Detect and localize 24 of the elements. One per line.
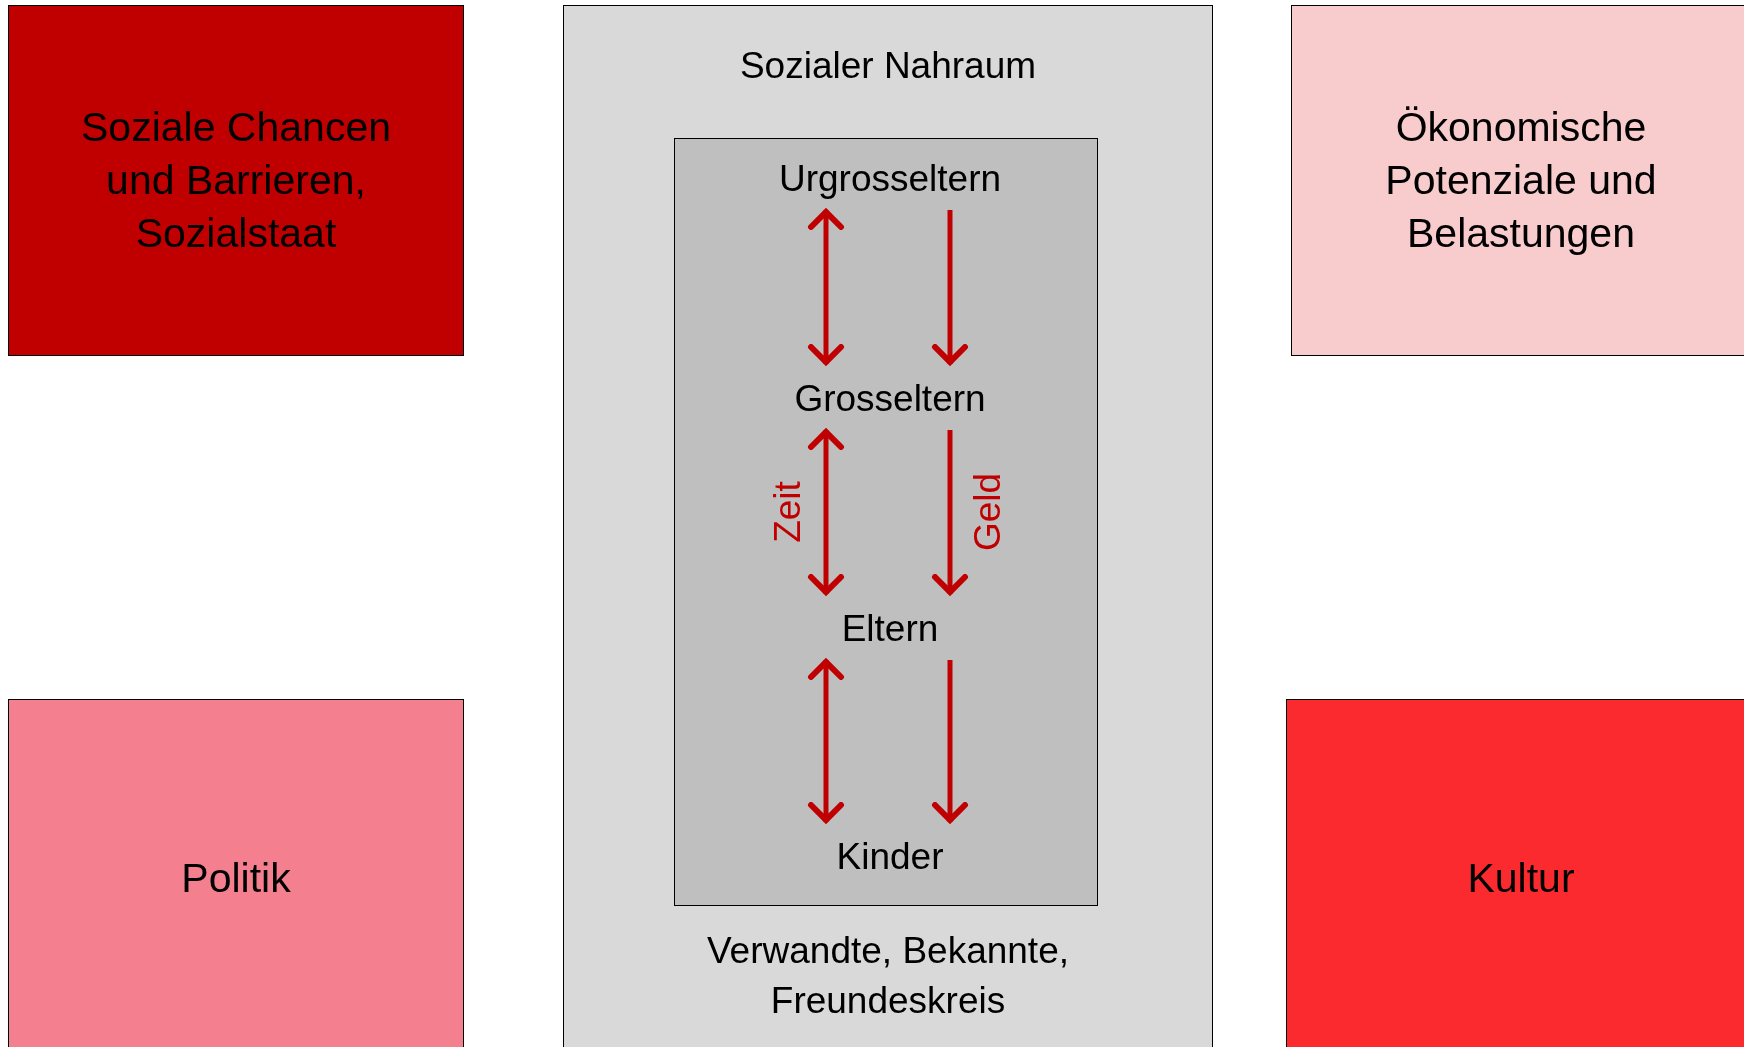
arrow (808, 429, 844, 595)
box-title: Ökonomische Potenziale und Belastungen (1384, 102, 1658, 259)
arrow (808, 209, 844, 365)
arrow (932, 660, 968, 823)
topic-box (1291, 5, 1744, 356)
arrow (808, 659, 844, 823)
group-panel (563, 5, 1213, 1047)
topic-box (1286, 699, 1744, 1047)
generation-label: Grosseltern (740, 374, 1040, 424)
generation-label: Kinder (740, 832, 1040, 882)
generation-label: Eltern (740, 604, 1040, 654)
box-title: Politik (181, 854, 291, 904)
box-title: Kultur (1467, 854, 1575, 904)
box-title: Soziale Chancen und Barrieren, Sozialstaat (80, 102, 392, 259)
topic-box (8, 699, 464, 1047)
arrow (932, 210, 968, 365)
topic-box (8, 5, 464, 356)
panel-title: Sozialer Nahraum (738, 44, 1038, 88)
edge-label: Geld (967, 472, 1010, 552)
edge-label: Zeit (766, 481, 809, 543)
arrow (932, 430, 968, 595)
panel-footer: Verwandte, Bekannte, Freundeskreis (684, 926, 1092, 1026)
inner-panel (674, 138, 1098, 906)
generation-label: Urgrosseltern (740, 154, 1040, 204)
